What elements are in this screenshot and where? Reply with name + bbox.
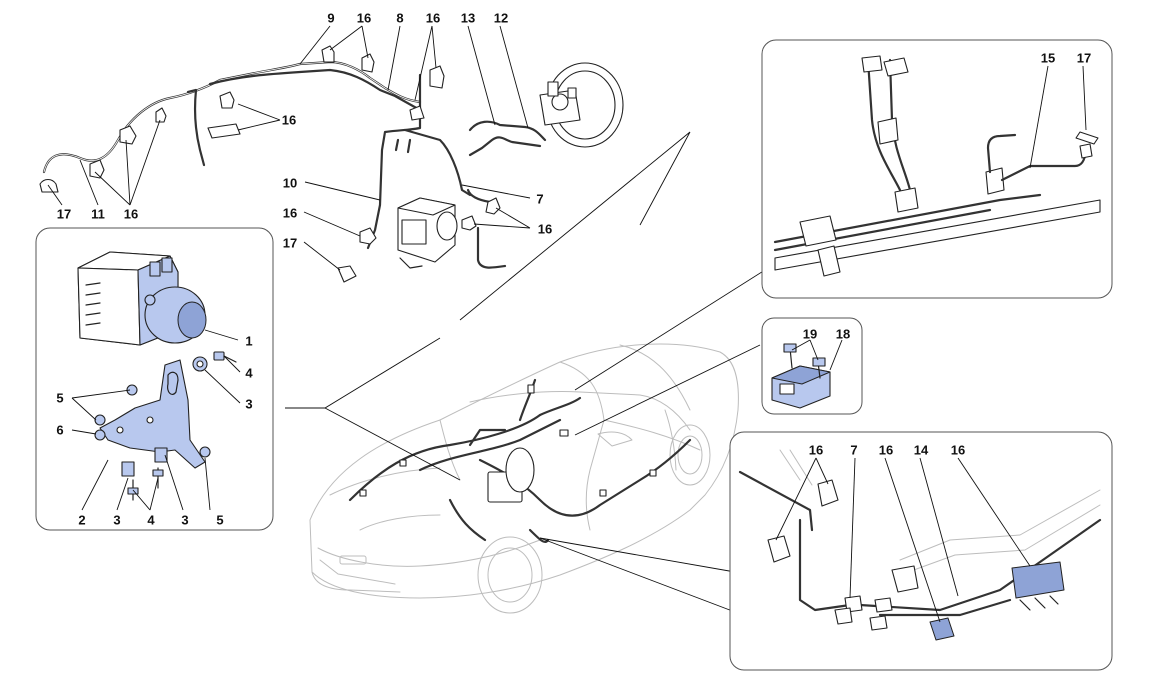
bottom-right-detail-panel [729, 431, 1113, 671]
callout-3-bottom-b: 3 [181, 512, 189, 528]
callout-2: 2 [78, 512, 86, 528]
callout-3-bottom-a: 3 [113, 512, 121, 528]
callout-5-bottom: 5 [216, 512, 224, 528]
top-brake-lines-group [39, 45, 624, 283]
callout-10: 10 [282, 175, 298, 191]
callout-1: 1 [245, 333, 253, 349]
callout-6: 6 [56, 422, 64, 438]
abs-module-top [397, 197, 458, 269]
callout-8: 8 [396, 10, 404, 26]
panel-leader-lines [285, 131, 766, 613]
callout-14: 14 [913, 442, 929, 458]
callout-16-e: 16 [537, 221, 553, 237]
callout-13: 13 [460, 10, 476, 26]
callout-17-left: 17 [56, 206, 72, 222]
callout-7-top: 7 [536, 191, 544, 207]
callout-16-b: 16 [425, 10, 441, 26]
callout-17-right: 17 [1076, 50, 1092, 66]
callout-5-left: 5 [56, 390, 64, 406]
callout-17-mid: 17 [282, 235, 298, 251]
callout-3-right: 3 [245, 396, 253, 412]
brake-booster [539, 62, 624, 148]
callout-12: 12 [493, 10, 509, 26]
callout-16-d: 16 [282, 205, 298, 221]
callout-9: 9 [327, 10, 335, 26]
callout-16-c: 16 [281, 112, 297, 128]
callout-16-i: 16 [950, 442, 966, 458]
callout-4-bottom: 4 [147, 512, 155, 528]
callout-leaders [47, 25, 1087, 623]
car-silhouette [309, 343, 739, 614]
callout-19: 19 [802, 326, 818, 342]
callout-4-right: 4 [245, 365, 253, 381]
callout-16-f: 16 [123, 206, 139, 222]
top-right-detail-panel [761, 39, 1113, 299]
callout-15: 15 [1040, 50, 1056, 66]
sensor-detail-panel [761, 317, 863, 415]
callout-16-g: 16 [808, 442, 824, 458]
callout-7-bottom: 7 [850, 442, 858, 458]
callout-11: 11 [91, 206, 105, 222]
callout-16-h: 16 [878, 442, 894, 458]
abs-detail-panel [35, 227, 274, 531]
callout-16-a: 16 [356, 10, 372, 26]
callout-18: 18 [835, 326, 851, 342]
